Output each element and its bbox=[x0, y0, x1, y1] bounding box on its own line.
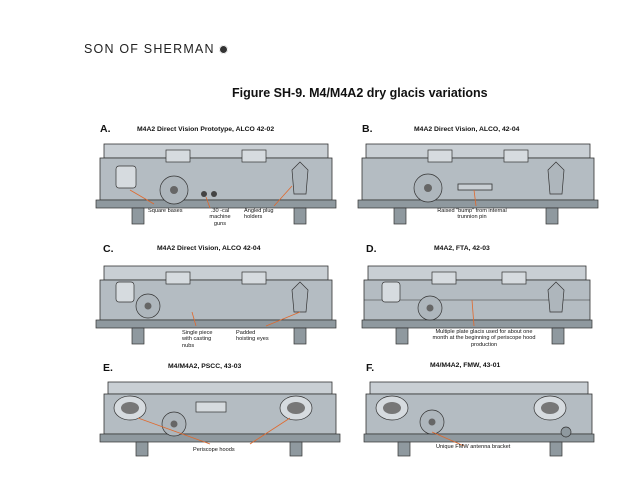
panel-c-annotation-2: Padded hoisting eyes bbox=[236, 330, 269, 343]
panel-a-letter: A. bbox=[100, 123, 111, 135]
panel-d-hull-drawing bbox=[361, 265, 593, 345]
hood-right bbox=[241, 149, 267, 163]
panel-c-annotation-1: Single piece with casting nubs bbox=[182, 330, 213, 349]
hull-a bbox=[95, 143, 337, 225]
panel-e-annotation-1: Periscope hoods bbox=[193, 447, 235, 453]
panel-d-annotation-1: Multiple plate glacis used for about one… bbox=[432, 329, 536, 348]
panel-e-letter: E. bbox=[103, 362, 113, 374]
antenna-bracket bbox=[560, 426, 572, 438]
panel-f-annotation-1: Unique FMW antenna bracket bbox=[436, 444, 511, 450]
panel-b-hull-drawing bbox=[357, 143, 599, 225]
panel-f-caption: M4/M4A2, FMW, 43-01 bbox=[430, 362, 501, 369]
mg-port-2 bbox=[211, 191, 217, 197]
hull-top-plate bbox=[103, 143, 329, 159]
panel-c-hull-drawing bbox=[95, 265, 337, 345]
ball-mount-center bbox=[170, 186, 178, 194]
brand-name: SON OF SHERMAN bbox=[84, 42, 215, 56]
panel-d-caption: M4A2, FTA, 42-03 bbox=[434, 245, 490, 252]
trunnion-bump bbox=[457, 183, 493, 191]
brand-emblem-icon bbox=[218, 45, 228, 54]
figure-title: Figure SH-9. M4/M4A2 dry glacis variatio… bbox=[232, 86, 488, 100]
panel-e-hull-drawing bbox=[99, 381, 341, 457]
plug-holder-right bbox=[291, 161, 309, 195]
panel-c-caption: M4A2 Direct Vision, ALCO 42-04 bbox=[157, 245, 261, 252]
panel-a-hull-drawing bbox=[95, 143, 337, 225]
panel-b-letter: B. bbox=[362, 123, 373, 135]
brand-header: SON OF SHERMAN bbox=[84, 42, 228, 56]
mg-port-1 bbox=[201, 191, 207, 197]
square-base-left bbox=[115, 165, 137, 189]
panel-e-caption: M4/M4A2, PSCC, 43-03 bbox=[168, 363, 242, 370]
panel-a-annotation-3: Angled plug holders bbox=[244, 208, 274, 221]
panel-b-caption: M4A2 Direct Vision, ALCO, 42-04 bbox=[414, 126, 520, 133]
panel-c-letter: C. bbox=[103, 243, 114, 255]
tow-bracket-right bbox=[293, 207, 307, 225]
panel-f-letter: F. bbox=[366, 362, 375, 374]
panel-b-annotation-1: Raised "bump" from internal trunnion pin bbox=[437, 208, 507, 221]
hull-lip bbox=[95, 199, 337, 209]
panel-a-caption: M4A2 Direct Vision Prototype, ALCO 42-02 bbox=[137, 126, 275, 133]
center-plate bbox=[195, 401, 227, 413]
panel-a-annotation-2: .30 -cal machine guns bbox=[209, 208, 231, 227]
panel-a-annotation-1: Square bases bbox=[148, 208, 183, 214]
panel-f-hull-drawing bbox=[363, 381, 595, 457]
hood-left bbox=[165, 149, 191, 163]
tow-bracket-left bbox=[131, 207, 145, 225]
panel-d-letter: D. bbox=[366, 243, 377, 255]
